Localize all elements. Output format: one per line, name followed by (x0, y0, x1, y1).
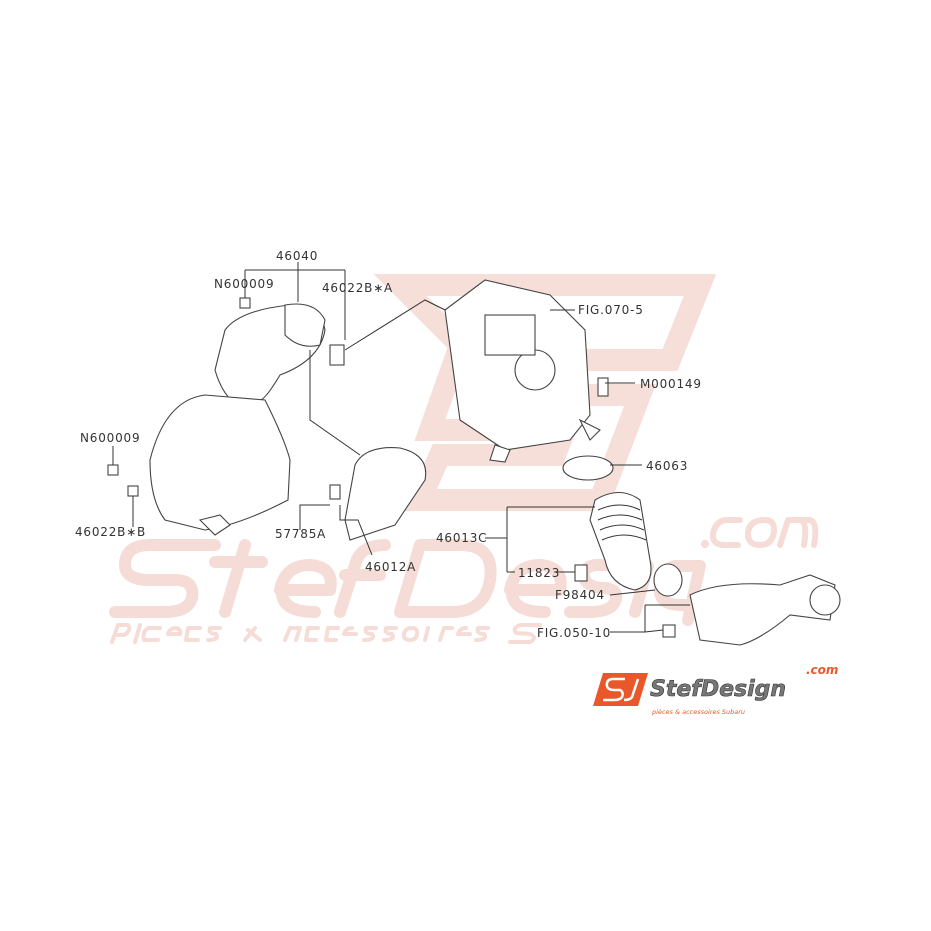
air-cleaner-case (444, 279, 601, 463)
small-hardware (107, 297, 676, 638)
label-fig-070-5: FIG.070-5 (578, 303, 644, 317)
label-46040: 46040 (276, 249, 318, 263)
label-46013c: 46013C (436, 531, 487, 545)
label-m000149: M000149 (640, 377, 702, 391)
label-11823: 11823 (518, 566, 560, 580)
watermark-logo-icon (373, 274, 717, 511)
label-46022b-a: 46022B∗A (322, 281, 393, 295)
watermark-domain-lettering (701, 517, 819, 548)
label-n600009-left: N600009 (80, 431, 140, 445)
label-57785a: 57785A (275, 527, 326, 541)
air-intake-boot (589, 491, 652, 591)
logo-domain: .com (806, 663, 838, 677)
label-46022b-b: 46022B∗B (75, 525, 146, 539)
sd-logo-letters (603, 677, 640, 702)
leader-lines (112, 262, 690, 633)
logo-brand: StefDesign (650, 677, 786, 702)
label-46012a: 46012A (365, 560, 416, 574)
stefdesign-logo: StefDesign .com pièces & accessoires Sub… (593, 663, 838, 716)
logo-tagline: pièces & accessoires Subaru (651, 708, 745, 716)
resonator-cover (344, 447, 427, 541)
hose-clamp (562, 455, 683, 597)
label-f98404: F98404 (555, 588, 605, 602)
intake-pipe (689, 574, 841, 646)
label-fig-050-10: FIG.050-10 (537, 626, 611, 640)
label-n600009-top: N600009 (214, 277, 274, 291)
air-intake-duct (214, 303, 326, 411)
resonator-box (149, 394, 291, 536)
watermark-tagline-lettering (110, 623, 542, 644)
label-46063: 46063 (646, 459, 688, 473)
